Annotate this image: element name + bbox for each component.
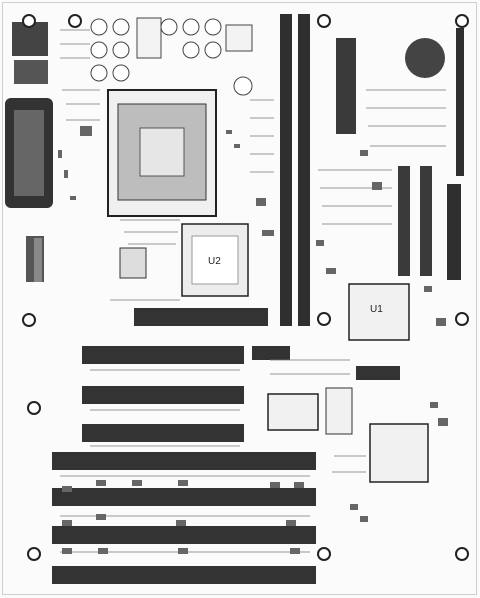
io-controller-chip [348, 283, 410, 341]
isa-slot-2 [52, 488, 316, 506]
jumper-block [356, 366, 400, 380]
pci-slot-3 [82, 424, 244, 442]
floppy-connector [398, 166, 410, 276]
vrm-chip [136, 17, 162, 59]
audio-chip [325, 387, 353, 435]
isa-slot-3 [52, 526, 316, 544]
battery-holder [456, 28, 464, 176]
regulator [225, 24, 253, 52]
chip-label-right: U1 [370, 304, 383, 315]
isa-slot-1 [52, 452, 316, 470]
bios-chip [267, 393, 319, 431]
chip-label-center: U2 [208, 256, 221, 267]
clock-chip [119, 247, 147, 279]
pci-slot-2 [82, 386, 244, 404]
front-panel-connector [420, 166, 432, 276]
pci-slot-1 [82, 346, 244, 364]
serial-port-inner [14, 110, 44, 196]
atx-power-connector [447, 184, 461, 280]
smd-components [58, 126, 448, 554]
mounting-holes [22, 14, 469, 561]
isa-slot-4 [52, 566, 316, 584]
southbridge-chip [369, 423, 429, 483]
usb-port [14, 60, 48, 84]
amr-slot [252, 346, 290, 360]
cpu-socket-center [139, 127, 185, 177]
cmos-battery [405, 38, 445, 78]
ide-connector [336, 38, 356, 134]
capacitor-cluster [90, 18, 253, 96]
circuit-traces [60, 29, 446, 553]
audio-jack [34, 238, 42, 282]
dimm-slot-2 [298, 14, 310, 326]
dimm-slot-1 [280, 14, 292, 326]
agp-slot [134, 308, 268, 326]
